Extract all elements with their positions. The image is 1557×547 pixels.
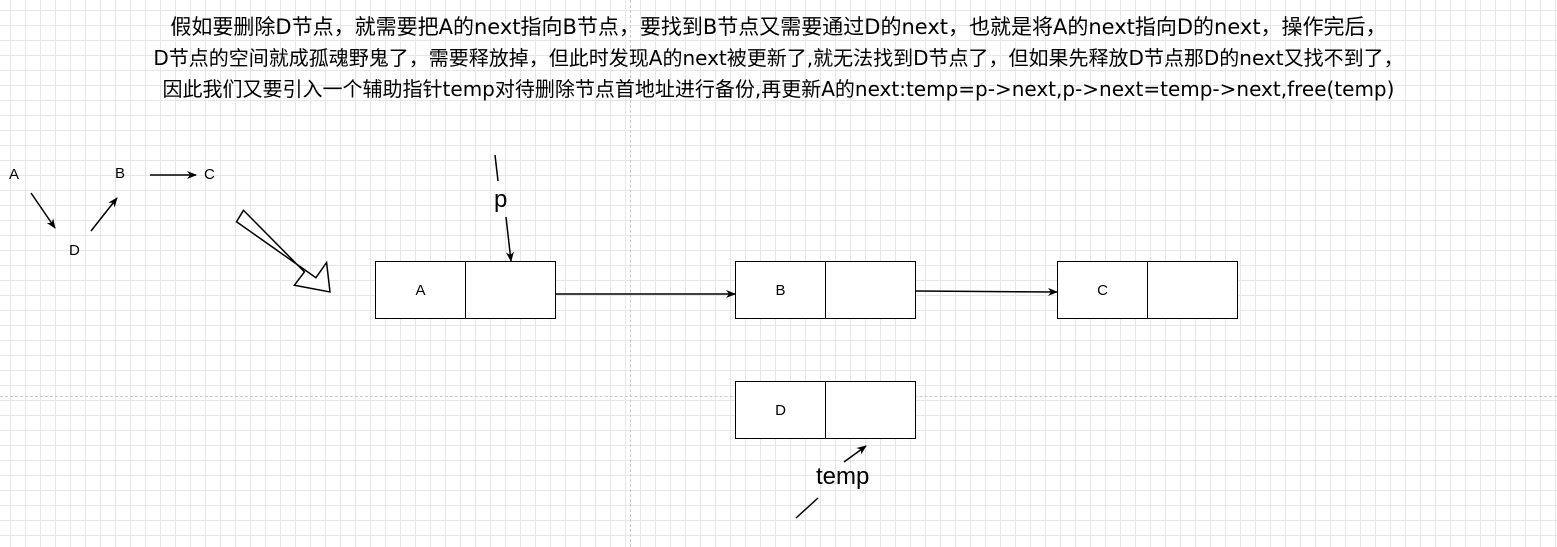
overview-label-d: D (69, 242, 80, 259)
node-d: D (735, 381, 916, 439)
description-line-2: D节点的空间就成孤魂野鬼了，需要释放掉，但此时发现A的next被更新了,就无法找… (153, 46, 1404, 70)
p-pointer-arrow (505, 216, 514, 262)
pointer-label-temp: temp (816, 463, 870, 490)
pointer-label-p: p (494, 186, 508, 213)
transition-block-arrow (235, 209, 331, 293)
description-line-3: 因此我们又要引入一个辅助指针temp对待删除节点首地址进行备份,再更新A的nex… (162, 77, 1395, 101)
node-b-next-field (826, 262, 915, 318)
temp-pointer-arrow (843, 445, 867, 463)
description-line-1: 假如要删除D节点，就需要把A的next指向B节点，要找到B节点又需要通过D的ne… (170, 15, 1387, 39)
overview-arrow-a-to-d (30, 192, 56, 229)
node-b-data: B (736, 262, 826, 318)
node-d-data: D (736, 382, 826, 438)
node-b: B (735, 261, 916, 319)
overview-arrow-d-to-b (90, 197, 118, 232)
node-a-next-field (466, 262, 555, 318)
node-c-next-field (1148, 262, 1237, 318)
overview-label-b: B (115, 165, 126, 182)
node-a: A (375, 261, 556, 319)
description-text: 假如要删除D节点，就需要把A的next指向B节点，要找到B节点又需要通过D的ne… (0, 12, 1557, 105)
page-guide-vertical (630, 0, 631, 547)
node-d-next-field (826, 382, 915, 438)
link-b-to-c (915, 287, 1058, 296)
node-a-data: A (376, 262, 466, 318)
temp-pointer-tail (795, 497, 819, 519)
overview-label-c: C (204, 166, 215, 183)
node-c-data: C (1058, 262, 1148, 318)
p-pointer-tail (494, 154, 499, 182)
node-c: C (1057, 261, 1238, 319)
overview-label-a: A (9, 166, 20, 183)
